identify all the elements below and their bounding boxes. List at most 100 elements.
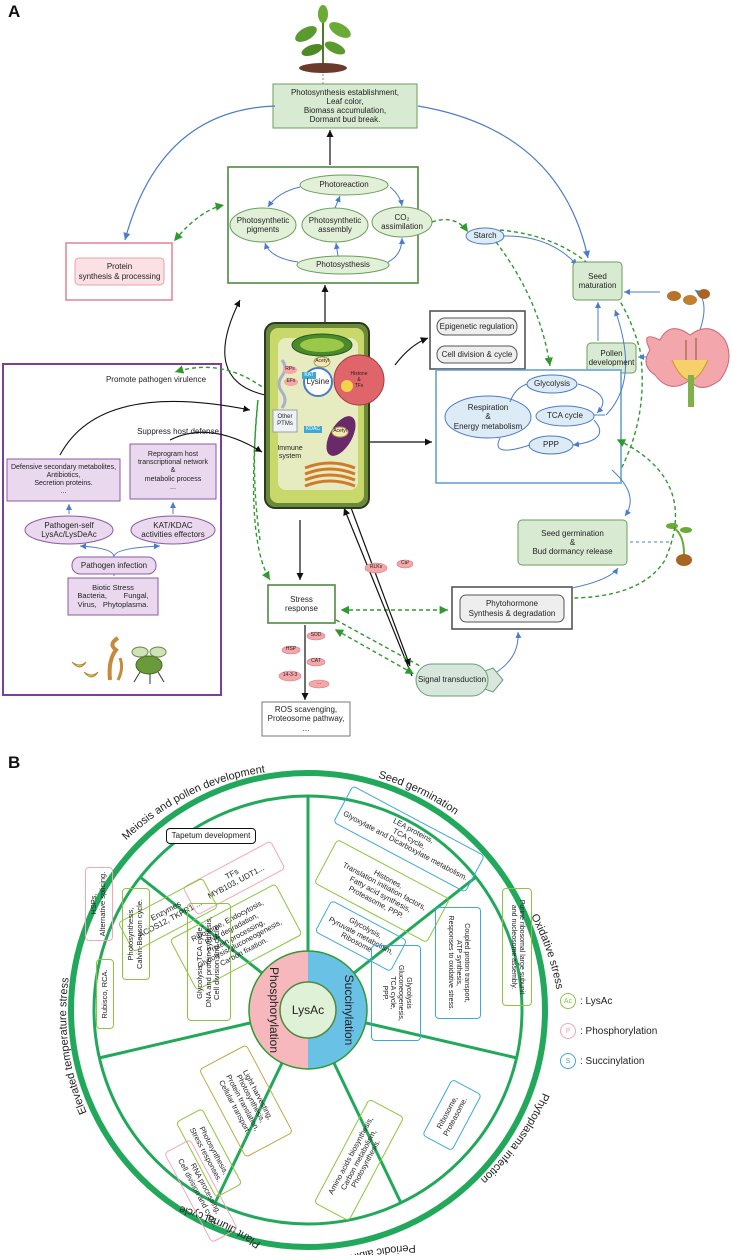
stress-text: Stress response [285, 594, 318, 613]
box-hsps: HSPs, Alternative splicing. [85, 867, 113, 941]
seed-maturation-box [572, 261, 623, 301]
rlks-label: RLKs [369, 564, 383, 571]
legend-symbol: P [560, 1023, 576, 1039]
photosysthesis-node [296, 255, 390, 275]
pathogen-self-text: Pathogen-self LysAc/LysDeAc [41, 520, 97, 539]
celldivision-text: Cell division & cycle [441, 349, 513, 359]
reprogram-text: Reprogram host transcriptional network &… [137, 451, 209, 491]
p1433-label: 14-3-3 [282, 672, 298, 679]
seed-maturation-text: Seed maturation [578, 271, 617, 290]
outcome-text: Photosynthesis establishment, Leaf color… [290, 87, 400, 125]
box-tapetum: Tapetum development [166, 828, 256, 844]
ppp-text: PPP [542, 440, 559, 450]
defensive-text: Defensive secondary metabolites, Antibio… [10, 463, 117, 496]
ros-text: ROS scavenging, Proteosome pathway, ... [267, 705, 345, 733]
pigments-text: Photosynthetic pigments [236, 215, 290, 234]
ros-box [261, 701, 351, 737]
epigenetic-text: Epigenetic regulation [439, 321, 515, 331]
germination-text: Seed germination & Bud dormancy release [532, 528, 613, 557]
assembly-text: Photosynthetic assembly [308, 215, 362, 234]
promote-label: Promote pathogen virulence [105, 375, 207, 384]
legend-label: : LysAc [580, 995, 613, 1007]
photoreaction-text: Photoreaction [319, 180, 369, 190]
dots-label: ... [316, 680, 322, 687]
other-ptms-label: Other PTMs [277, 414, 293, 427]
box-glyco-tca: Glycolysis, TCA cycle, DNA and protein s… [187, 903, 231, 1021]
legend-label: : Phosphorylation [580, 1025, 658, 1037]
cat-label: CAT [311, 658, 321, 665]
arrow-outcome-seed [417, 105, 590, 259]
small-ellipses [278, 559, 414, 689]
histone-label: Histone & TFs [350, 371, 368, 389]
legend-label: : Succinylation [580, 1055, 645, 1067]
tca-node [535, 405, 595, 427]
signal-text: Signal transduction [417, 675, 487, 685]
legend-item: S : Succinylation [560, 1053, 730, 1069]
ca-label: Ca² [400, 560, 410, 567]
box-purine: Purine ribosomal large subunit and nucle… [502, 888, 532, 1006]
protein-text: Protein synthesis & processing [78, 262, 161, 281]
pathogen-self-node [24, 515, 114, 545]
box-rubisco: Rubisco, RCA. [96, 959, 114, 1029]
pathogen-icons [71, 636, 167, 684]
phospho-half [249, 951, 308, 1069]
photoreaction-node [299, 174, 389, 196]
suppress-label: Suppress host defense [137, 427, 219, 436]
pigments-node [229, 207, 297, 243]
center-label: LysAc [292, 1003, 324, 1017]
flower-icon [645, 328, 730, 407]
seedling-icon [295, 5, 351, 73]
biotic-box [67, 577, 159, 616]
panel-b-label: B [8, 753, 21, 772]
tca-text: TCA cycle [546, 411, 583, 421]
phytohormone-inner [459, 594, 565, 623]
infection-text: Pathogen infection [80, 560, 148, 570]
immune-label: Immune system [277, 444, 303, 460]
legend-item: P : Phosphorylation [560, 1023, 730, 1039]
rps-label: RPs [285, 366, 295, 373]
legend-symbol: Ac [560, 993, 576, 1009]
respiration-text: Respiration & Energy metabolism [453, 403, 523, 431]
box-glyco-gluco: Glycolysis Gluconeogenesis, TCA cycle, P… [371, 945, 421, 1041]
acetyl-1-label: Acetyl [315, 358, 329, 365]
epigenetic-inner [436, 317, 518, 336]
arrow-protein-outcome [123, 105, 276, 241]
protein-inner [74, 257, 165, 286]
celldivision-inner [436, 345, 518, 364]
sprout-icon [666, 523, 692, 566]
kdac-label: KDAC [306, 425, 320, 432]
center-circle [279, 981, 337, 1039]
starch-text: Starch [473, 231, 497, 241]
hsp-label: HSP [285, 646, 297, 653]
box-photo-calvin: Photosynthesis, Calvin-Benson cycle. [122, 888, 150, 980]
kat-label: KAT [304, 371, 314, 378]
box-coupled: Coupled proton transport, ATP synthesis,… [435, 907, 481, 1019]
glycolysis-text: Glycolysis [533, 379, 570, 389]
succ-label: Succinylation [342, 975, 356, 1046]
acetyl-2-label: Acetyl [333, 428, 347, 435]
katkdac-node [130, 515, 216, 545]
co2-text: CO₂ assimilation [381, 212, 423, 231]
reprogram-box [129, 443, 217, 500]
sod-label: SOD [310, 632, 322, 639]
lysine-label: Lysine [306, 377, 330, 387]
defensive-box [6, 458, 121, 502]
stress-box [267, 584, 336, 624]
photosysthesis-text: Photosysthesis [316, 260, 370, 270]
phospho-label: Phosphorylation [267, 967, 281, 1053]
wheel-spokes [98, 796, 518, 1204]
seeds-icon [667, 289, 710, 305]
legend-item: Ac : LysAc [560, 993, 730, 1009]
succ-half [308, 951, 367, 1069]
katkdac-text: KAT/KDAC activities effectors [141, 520, 205, 539]
plant-cell [264, 322, 385, 509]
phytohormone-text: Phytohormone Synthesis & degradation [468, 599, 556, 618]
biotic-text: Biotic Stress Bacteria, Fungal, Virus, P… [77, 582, 149, 609]
legend-symbol: S [560, 1053, 576, 1069]
outcome-box [272, 83, 418, 129]
panel-a-label: A [8, 2, 21, 21]
respiration-node [444, 395, 532, 439]
